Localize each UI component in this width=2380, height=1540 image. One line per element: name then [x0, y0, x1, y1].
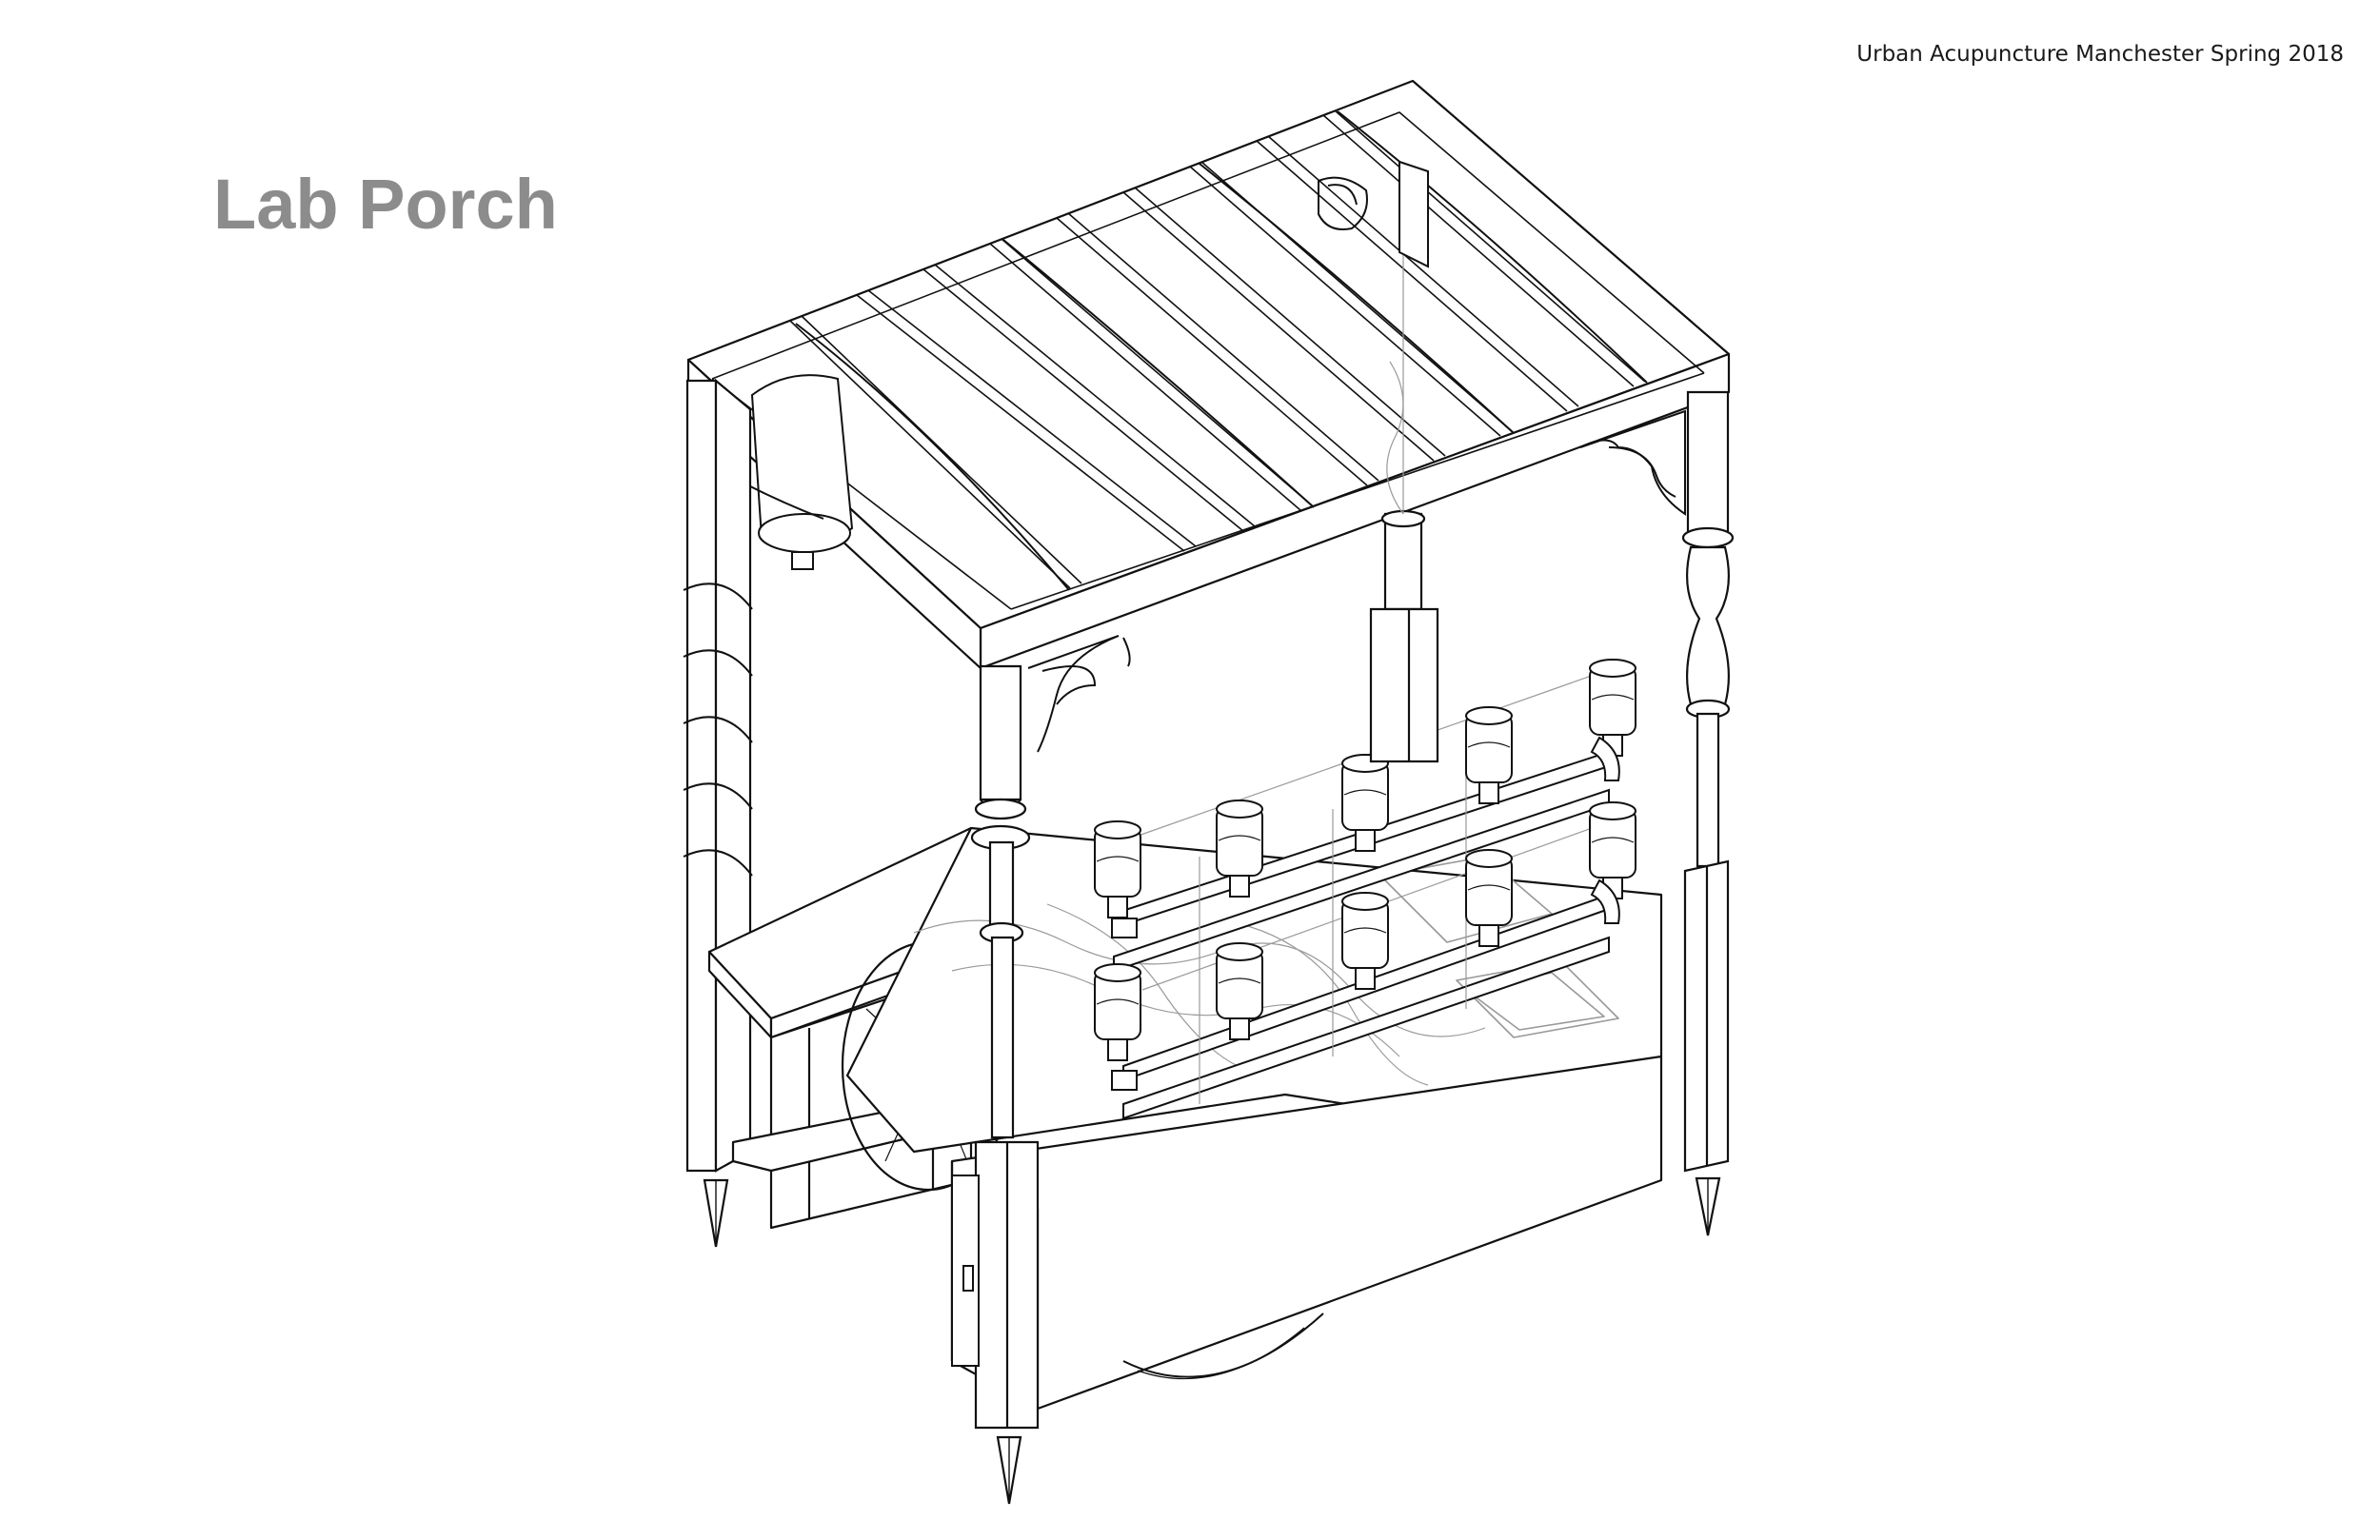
- bracket-back: [1319, 178, 1367, 229]
- bottles-upper-row: [1095, 660, 1636, 918]
- bottle: [1217, 943, 1262, 1039]
- bottle: [1466, 850, 1512, 946]
- front-left-post: [972, 666, 1038, 1504]
- project-caption: Urban Acupuncture Manchester Spring 2018: [1856, 42, 2344, 67]
- bottle: [1095, 964, 1140, 1060]
- pipe-elbows: [1112, 738, 1619, 1090]
- bottle: [1342, 755, 1388, 851]
- bottle: [1590, 802, 1636, 898]
- bottle: [1590, 660, 1636, 756]
- roof-inner-frame: [712, 112, 1704, 379]
- page-title: Lab Porch: [213, 165, 558, 244]
- roof: [688, 81, 1729, 668]
- bottle: [1095, 821, 1140, 918]
- bottles-lower-row: [1095, 802, 1636, 1060]
- spiral-tubing: [684, 583, 752, 876]
- bottle: [1217, 800, 1262, 897]
- decorative-brackets: [1028, 162, 1685, 752]
- front-right-post: [1683, 392, 1733, 1235]
- hydroponic-rack: [1095, 660, 1636, 1118]
- bracket-front-left: [1028, 636, 1119, 752]
- back-center-post: [1371, 162, 1438, 761]
- front-wheel: [1123, 1313, 1323, 1379]
- roof-inner-frame-front: [1011, 373, 1704, 609]
- bottle: [1342, 893, 1388, 989]
- bottle: [1466, 707, 1512, 803]
- left-rear-post: [684, 381, 752, 1247]
- left-support-struts: [952, 1175, 979, 1366]
- water-tank: [704, 375, 852, 569]
- roof-curved-strips: [796, 111, 1647, 590]
